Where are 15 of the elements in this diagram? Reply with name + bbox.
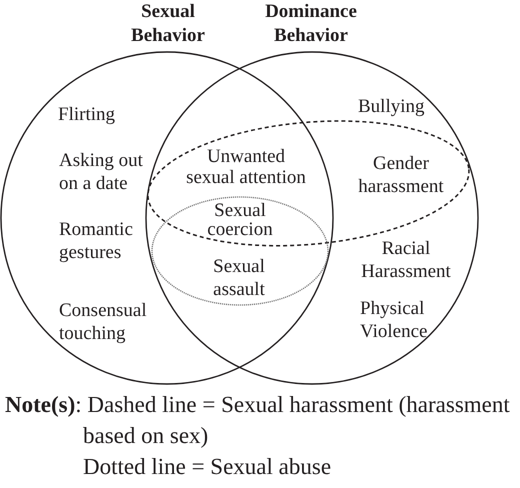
- category-label: Gender harassment: [357, 152, 444, 198]
- set-heading: Dominance Behavior: [264, 0, 358, 48]
- category-label: Romantic gestures: [59, 218, 134, 264]
- category-label: Consensual touching: [59, 299, 148, 345]
- note-text: Dotted line = Sexual abuse: [83, 453, 332, 481]
- category-label: Asking out on a date: [59, 149, 144, 195]
- set-heading: Sexual Behavior: [130, 0, 206, 48]
- category-label: Bullying: [358, 95, 426, 118]
- category-label: Flirting: [58, 103, 116, 126]
- note-text: Note(s): Dashed line = Sexual harassment (harassment based on sex): [5, 391, 511, 450]
- category-label: Racial Harassment: [360, 237, 452, 283]
- category-label: Sexual coercion: [206, 201, 274, 239]
- category-label: Unwanted sexual attention: [185, 146, 306, 188]
- category-label: Physical Violence: [360, 297, 428, 343]
- category-label: Sexual assault: [212, 255, 266, 301]
